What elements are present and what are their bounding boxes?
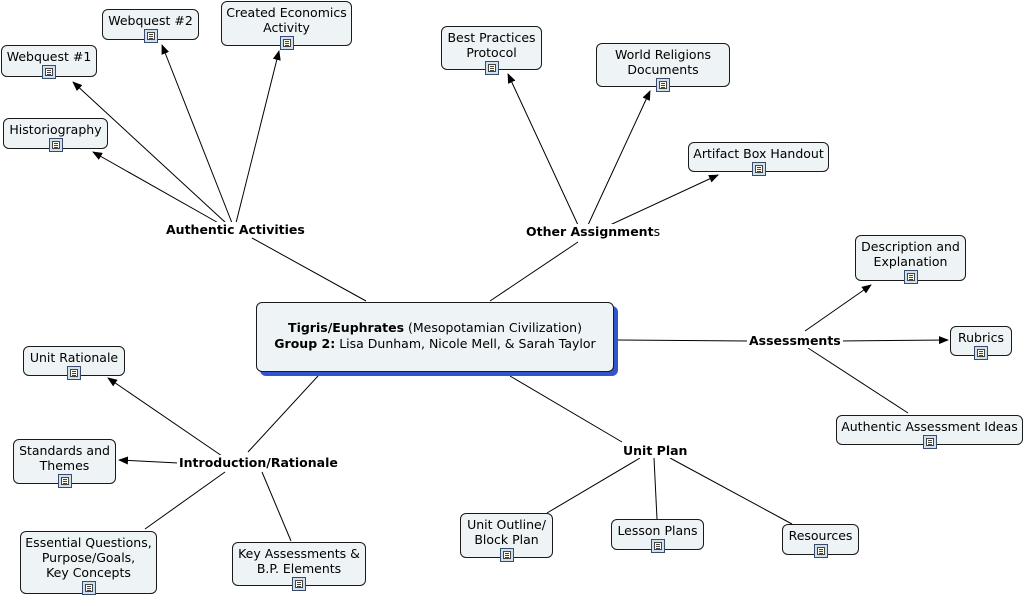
concept-rubrics[interactable]: Rubrics [950,326,1012,360]
document-icon[interactable] [974,346,988,360]
link-authentic-activities[interactable]: Authentic Activities [164,222,307,237]
document-icon[interactable] [813,544,828,558]
concept-label: Unit Outline/ Block Plan [467,517,546,547]
concept-label: Created Economics Activity [226,5,347,35]
document-icon[interactable] [42,65,56,79]
concept-label: Lesson Plans [617,523,698,538]
document-icon[interactable] [650,539,665,553]
concept-label: Key Assessments & B.P. Elements [238,546,360,576]
document-icon[interactable] [81,581,96,595]
center-line-1: Tigris/Euphrates (Mesopotamian Civilizat… [288,320,582,335]
concept-artifact-box-handout[interactable]: Artifact Box Handout [688,142,829,176]
document-icon[interactable] [499,548,514,562]
central-topic[interactable]: Tigris/Euphrates (Mesopotamian Civilizat… [256,302,614,372]
concept-key-assessments[interactable]: Key Assessments & B.P. Elements [232,542,366,591]
document-icon[interactable] [484,61,499,75]
document-icon[interactable] [279,36,294,50]
document-icon[interactable] [67,366,81,380]
document-icon[interactable] [656,78,670,92]
concept-essential-questions[interactable]: Essential Questions, Purpose/Goals, Key … [20,531,157,595]
concept-label: Historiography [9,122,102,137]
link-other-assignments[interactable]: Other Assignments [524,224,663,239]
concept-label: Rubrics [958,330,1004,345]
concept-label: Best Practices Protocol [447,30,536,60]
concept-authentic-assessment-ideas[interactable]: Authentic Assessment Ideas [836,415,1023,449]
concept-lesson-plans[interactable]: Lesson Plans [611,519,704,553]
document-icon[interactable] [292,577,306,591]
document-icon[interactable] [57,474,72,488]
center-line-2: Group 2: Lisa Dunham, Nicole Mell, & Sar… [274,336,596,351]
concept-historiography[interactable]: Historiography [3,118,108,152]
concept-label: Authentic Assessment Ideas [841,419,1018,434]
concept-label: Standards and Themes [19,443,110,473]
concept-label: Webquest #2 [108,13,193,28]
concept-label: Artifact Box Handout [693,146,824,161]
concept-best-practices-protocol[interactable]: Best Practices Protocol [441,26,542,75]
concept-webquest-1[interactable]: Webquest #1 [1,45,97,79]
document-icon[interactable] [143,29,158,43]
concept-label: Essential Questions, Purpose/Goals, Key … [25,535,152,580]
concept-resources[interactable]: Resources [782,524,859,558]
link-assessments[interactable]: Assessments [747,333,843,348]
concept-webquest-2[interactable]: Webquest #2 [102,9,199,43]
concept-label: Unit Rationale [29,350,119,365]
concept-label: Resources [788,528,853,543]
link-unit-plan[interactable]: Unit Plan [621,443,690,458]
concept-label: Webquest #1 [6,49,92,64]
concept-label: World Religions Documents [614,47,712,77]
concept-standards-themes[interactable]: Standards and Themes [13,439,116,488]
link-introduction-rationale[interactable]: Introduction/Rationale [177,455,340,470]
document-icon[interactable] [751,162,766,176]
concept-world-religions-documents[interactable]: World Religions Documents [596,43,730,92]
document-icon[interactable] [903,270,918,284]
document-icon[interactable] [922,435,937,449]
document-icon[interactable] [48,138,63,152]
concept-label: Description and Explanation [861,239,960,269]
concept-unit-rationale[interactable]: Unit Rationale [23,346,125,380]
concept-economics-activity[interactable]: Created Economics Activity [221,1,352,50]
concept-unit-outline[interactable]: Unit Outline/ Block Plan [460,513,553,562]
concept-description-explanation[interactable]: Description and Explanation [855,235,966,284]
